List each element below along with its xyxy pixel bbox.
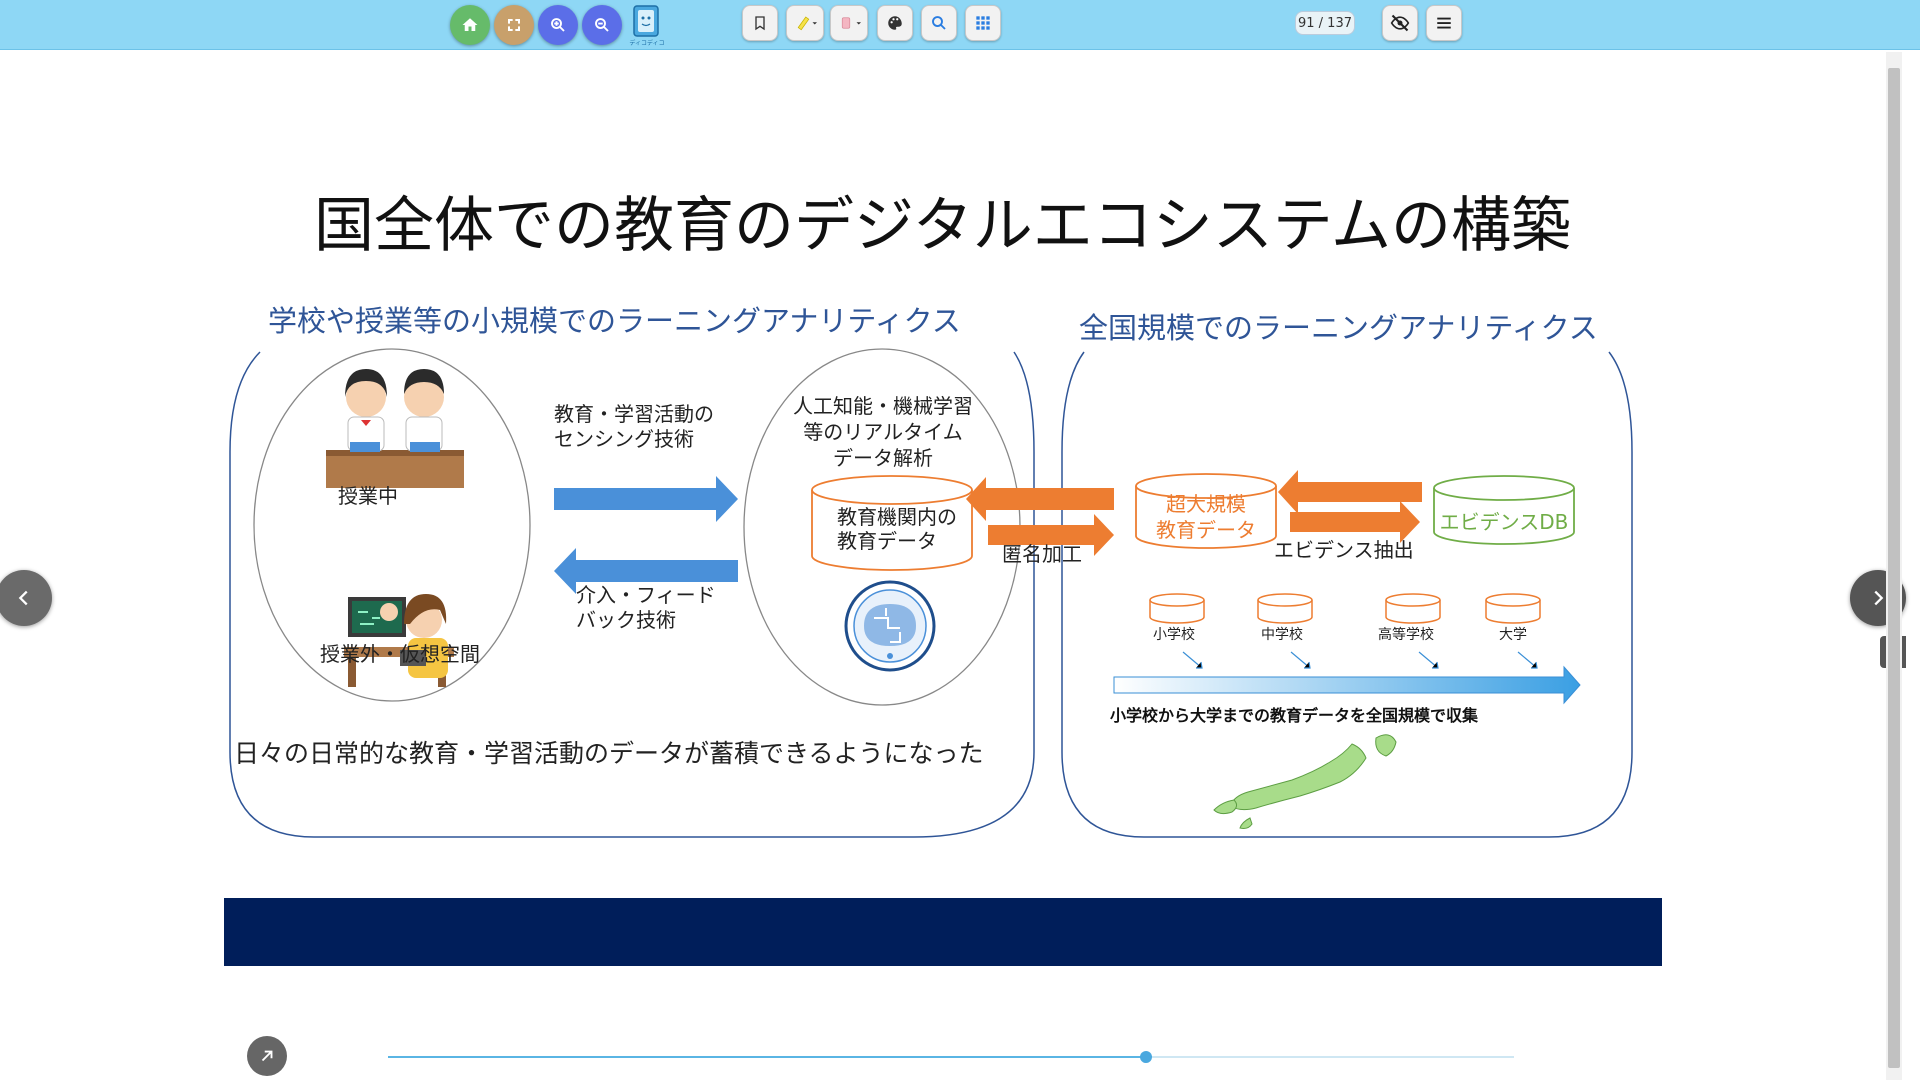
home-study-illustration <box>344 594 454 687</box>
top-toolbar: ディコディコ 91 / 137 <box>0 0 1920 50</box>
highlighter-icon <box>797 16 817 31</box>
fullscreen-icon <box>508 19 520 31</box>
page-progress-knob[interactable] <box>1140 1051 1153 1063</box>
vertical-scrollbar[interactable] <box>1886 52 1902 1080</box>
prev-page-button[interactable] <box>0 570 52 626</box>
feedback-data-arrow <box>966 477 1114 521</box>
collection-arrow <box>1113 665 1581 705</box>
palette-button[interactable] <box>877 5 913 41</box>
school-label-university: 大学 <box>1499 627 1527 643</box>
chevron-left-icon <box>18 590 28 606</box>
slide-title: 国全体での教育のデジタルエコシステムの構築 <box>314 191 1571 261</box>
accumulation-text: 日々の日常的な教育・学習活動のデータが蓄積できるようになった <box>234 739 984 768</box>
ai-label-3: データ解析 <box>833 446 933 470</box>
scrollbar-thumb[interactable] <box>1888 68 1900 1068</box>
students-illustration <box>326 369 464 488</box>
eraser-icon <box>841 17 861 29</box>
slide-footer-bar <box>224 898 1662 966</box>
search-button[interactable] <box>921 5 957 41</box>
hide-annotations-button[interactable] <box>1382 5 1418 41</box>
feedback-arrow <box>554 548 738 594</box>
bookmark-button[interactable] <box>742 5 778 41</box>
anonymize-arrow <box>988 514 1114 556</box>
home-button[interactable] <box>450 5 490 45</box>
menu-button[interactable] <box>1426 5 1462 41</box>
classroom-ellipse <box>253 348 531 702</box>
evidence-db-cylinder <box>1433 475 1575 545</box>
chevron-right-icon <box>1874 590 1884 606</box>
zoom-in-icon <box>551 18 565 32</box>
bigdata-label-2: 教育データ <box>1156 518 1256 542</box>
school-down-arrows <box>1182 651 1538 669</box>
search-icon <box>932 16 946 30</box>
school-label-junior-high: 中学校 <box>1261 627 1303 643</box>
institution-db-label-1: 教育機関内の <box>837 505 957 529</box>
book-logo-icon <box>633 5 659 37</box>
palette-icon <box>888 16 902 30</box>
page-progress-fill <box>388 1056 1147 1058</box>
anonymize-label: 匿名加工 <box>1002 542 1082 566</box>
zoom-out-button[interactable] <box>582 5 622 45</box>
japan-map <box>1213 734 1397 829</box>
ai-brain-icon <box>844 580 936 672</box>
feedback-label-2: バック技術 <box>576 608 676 632</box>
ai-label-2: 等のリアルタイム <box>803 420 963 444</box>
grid-button[interactable] <box>965 5 1001 41</box>
school-label-high-school: 高等学校 <box>1378 627 1434 643</box>
share-button[interactable] <box>247 1036 287 1076</box>
app-logo-text: ディコディコ <box>629 40 665 47</box>
diagram-graphics <box>229 348 1633 838</box>
bookmark-icon <box>755 16 765 31</box>
eraser-button[interactable] <box>830 5 868 41</box>
sensing-arrow <box>554 476 738 522</box>
bigdata-label-1: 超大規模 <box>1166 492 1246 516</box>
school-db-cylinders <box>1149 593 1541 624</box>
school-label-elementary: 小学校 <box>1153 627 1195 643</box>
out-class-label: 授業外・仮想空間 <box>320 642 480 666</box>
app-logo: ディコディコ <box>629 4 665 47</box>
institution-db-cylinder <box>811 475 973 571</box>
left-section-frame <box>229 351 1035 838</box>
menu-icon <box>1437 17 1451 29</box>
evidence-extract-label: エビデンス抽出 <box>1274 538 1414 562</box>
zoom-out-icon <box>595 18 609 32</box>
ai-label-1: 人工知能・機械学習 <box>793 394 973 418</box>
right-section-title: 全国規模でのラーニングアナリティクス <box>1079 311 1598 345</box>
visibility-off-icon <box>1390 14 1410 32</box>
grid-icon <box>976 16 990 30</box>
sensing-label-1: 教育・学習活動の <box>554 402 714 426</box>
evidence-extract-arrow <box>1290 501 1420 543</box>
slide-page: 国全体での教育のデジタルエコシステムの構築 <box>224 52 1664 1062</box>
open-external-icon <box>261 1050 273 1062</box>
home-icon <box>462 18 478 31</box>
bigdata-db-cylinder <box>1135 473 1277 549</box>
evidence-db-label: エビデンスDB <box>1439 510 1569 534</box>
in-class-label: 授業中 <box>338 484 398 508</box>
page-counter: 91 / 137 <box>1295 11 1355 35</box>
feedback-label-1: 介入・フィード <box>576 583 716 607</box>
collection-text: 小学校から大学までの教育データを全国規模で収集 <box>1110 706 1479 725</box>
left-section-title: 学校や授業等の小規模でのラーニングアナリティクス <box>268 304 961 338</box>
evidence-return-arrow <box>1278 470 1422 514</box>
highlighter-button[interactable] <box>786 5 824 41</box>
zoom-in-button[interactable] <box>538 5 578 45</box>
fullscreen-button[interactable] <box>494 5 534 45</box>
institution-db-label-2: 教育データ <box>837 529 937 553</box>
sensing-label-2: センシング技術 <box>554 427 694 451</box>
right-section-frame <box>1061 351 1633 838</box>
